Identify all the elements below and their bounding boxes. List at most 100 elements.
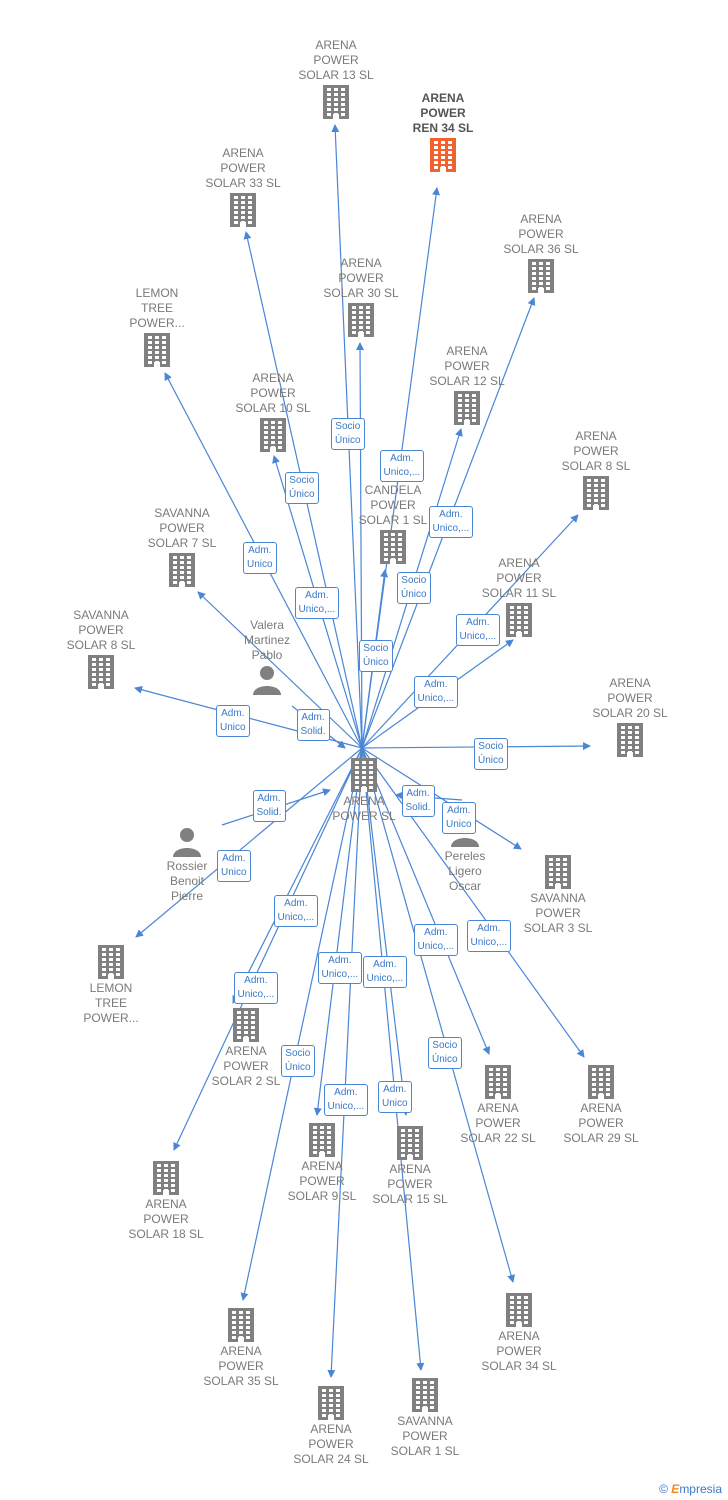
edge-label-savsolar8[interactable]: Adm. Unico bbox=[216, 705, 250, 737]
edge-label-solar24[interactable]: Adm. Unico,... bbox=[323, 1084, 369, 1116]
brand-name: mpresia bbox=[679, 1482, 722, 1496]
node-solar34[interactable]: ARENA POWER SOLAR 34 SL bbox=[464, 1293, 574, 1374]
node-solar29[interactable]: ARENA POWER SOLAR 29 SL bbox=[546, 1065, 656, 1146]
edge-label-solar34[interactable]: Socio Único bbox=[428, 1037, 462, 1069]
node-lemon2[interactable]: LEMON TREE POWER... bbox=[56, 945, 166, 1026]
building-icon bbox=[153, 1161, 179, 1195]
node-label: ARENA POWER SOLAR 12 SL bbox=[429, 344, 505, 388]
node-label: CANDELA POWER SOLAR 1 SL bbox=[358, 483, 428, 527]
node-valera[interactable]: Valera Martinez Pablo bbox=[212, 618, 322, 695]
building-icon bbox=[88, 655, 114, 689]
edge-label-solar22[interactable]: Adm. Unico,... bbox=[413, 924, 459, 956]
empresia-brand[interactable]: © Empresia bbox=[659, 1482, 722, 1496]
edge-center-solar35 bbox=[240, 747, 363, 1301]
edge-label-solar8[interactable]: Adm. Unico,... bbox=[455, 614, 501, 646]
edge-label-solar15[interactable]: Adm. Unico,... bbox=[362, 956, 408, 988]
node-solar2[interactable]: ARENA POWER SOLAR 2 SL bbox=[191, 1008, 301, 1089]
edge-label-valera[interactable]: Adm. Solid. bbox=[296, 709, 330, 741]
node-solar35[interactable]: ARENA POWER SOLAR 35 SL bbox=[186, 1308, 296, 1389]
node-solar22[interactable]: ARENA POWER SOLAR 22 SL bbox=[443, 1065, 553, 1146]
edge-label-pereles[interactable]: Adm. Solid. bbox=[401, 785, 435, 817]
edge-center-solar34 bbox=[361, 747, 515, 1283]
edge-label-rossier[interactable]: Adm. Solid. bbox=[252, 790, 286, 822]
node-rossier[interactable]: Rossier Benoit Pierre bbox=[132, 827, 242, 904]
edge-label-solar29[interactable]: Adm. Unico,... bbox=[466, 920, 512, 952]
node-solar8[interactable]: ARENA POWER SOLAR 8 SL bbox=[541, 429, 651, 510]
building-icon bbox=[144, 333, 170, 367]
edge-label-solar36[interactable]: Adm. Unico,... bbox=[428, 506, 474, 538]
edge-label-savsolar7[interactable]: Adm. Unico,... bbox=[294, 587, 340, 619]
node-label: ARENA POWER SOLAR 13 SL bbox=[298, 38, 374, 82]
node-solar10[interactable]: ARENA POWER SOLAR 10 SL bbox=[218, 371, 328, 452]
node-solar30[interactable]: ARENA POWER SOLAR 30 SL bbox=[306, 256, 416, 337]
node-label: LEMON TREE POWER... bbox=[129, 286, 185, 330]
person-icon bbox=[253, 666, 281, 695]
building-icon bbox=[98, 945, 124, 979]
node-solar11[interactable]: ARENA POWER SOLAR 11 SL bbox=[464, 556, 574, 637]
node-ren34[interactable]: ARENA POWER REN 34 SL bbox=[388, 91, 498, 172]
edge-center-savsolar1 bbox=[361, 747, 425, 1371]
node-label: Pereles Ligero Oscar bbox=[444, 849, 486, 893]
edge-label-solar35[interactable]: Socio Único bbox=[281, 1045, 315, 1077]
edge-label-solar18[interactable]: Adm. Unico,... bbox=[233, 972, 279, 1004]
node-label: ARENA POWER SOLAR 2 SL bbox=[211, 1044, 281, 1088]
building-icon bbox=[617, 723, 643, 757]
node-label: ARENA POWER SOLAR 8 SL bbox=[561, 429, 631, 473]
edge-center-solar2 bbox=[232, 747, 363, 1004]
node-label: ARENA POWER SOLAR 29 SL bbox=[563, 1101, 639, 1145]
node-lemon1[interactable]: LEMON TREE POWER... bbox=[102, 286, 212, 367]
edge-label-solar12[interactable]: Socio Único bbox=[397, 572, 431, 604]
building-icon bbox=[528, 259, 554, 293]
node-label: SAVANNA POWER SOLAR 8 SL bbox=[66, 608, 136, 652]
node-savsolar8[interactable]: SAVANNA POWER SOLAR 8 SL bbox=[46, 608, 156, 689]
building-icon bbox=[380, 530, 406, 564]
edge-label-solar11[interactable]: Adm. Unico,... bbox=[413, 676, 459, 708]
building-icon bbox=[323, 85, 349, 119]
building-icon bbox=[351, 758, 377, 792]
building-icon bbox=[485, 1065, 511, 1099]
node-label: LEMON TREE POWER... bbox=[83, 981, 139, 1025]
edge-center-savsolar3 bbox=[361, 747, 522, 850]
edge-label-ren34[interactable]: Adm. Unico,... bbox=[379, 450, 425, 482]
node-solar24[interactable]: ARENA POWER SOLAR 24 SL bbox=[276, 1386, 386, 1467]
building-icon bbox=[454, 391, 480, 425]
person-icon bbox=[173, 828, 201, 857]
node-solar12[interactable]: ARENA POWER SOLAR 12 SL bbox=[412, 344, 522, 425]
node-label: ARENA POWER REN 34 SL bbox=[412, 91, 474, 135]
node-center[interactable]: ARENA POWER SL bbox=[309, 758, 419, 824]
node-label: SAVANNA POWER SOLAR 1 SL bbox=[390, 1414, 460, 1458]
edge-center-solar24 bbox=[327, 747, 363, 1378]
edge-center-solar30 bbox=[356, 342, 365, 749]
node-candela[interactable]: CANDELA POWER SOLAR 1 SL bbox=[338, 483, 448, 564]
node-solar15[interactable]: ARENA POWER SOLAR 15 SL bbox=[355, 1126, 465, 1207]
edge-label-lemon2[interactable]: Adm. Unico bbox=[217, 850, 251, 882]
node-label: ARENA POWER SOLAR 35 SL bbox=[203, 1344, 279, 1388]
node-solar18[interactable]: ARENA POWER SOLAR 18 SL bbox=[111, 1161, 221, 1242]
edge-label-solar20[interactable]: Socio Único bbox=[474, 738, 508, 770]
edge-label-solar10[interactable]: Socio Único bbox=[285, 472, 319, 504]
edge-label-savsolar1[interactable]: Adm. Unico bbox=[378, 1081, 412, 1113]
edge-center-solar18 bbox=[173, 747, 363, 1151]
node-solar20[interactable]: ARENA POWER SOLAR 20 SL bbox=[575, 676, 685, 757]
node-savsolar3[interactable]: SAVANNA POWER SOLAR 3 SL bbox=[503, 855, 613, 936]
building-icon bbox=[230, 193, 256, 227]
building-icon bbox=[309, 1123, 335, 1157]
node-solar9[interactable]: ARENA POWER SOLAR 9 SL bbox=[267, 1123, 377, 1204]
node-solar36[interactable]: ARENA POWER SOLAR 36 SL bbox=[486, 212, 596, 293]
node-solar33[interactable]: ARENA POWER SOLAR 33 SL bbox=[188, 146, 298, 227]
node-solar13[interactable]: ARENA POWER SOLAR 13 SL bbox=[281, 38, 391, 119]
node-savsolar1[interactable]: SAVANNA POWER SOLAR 1 SL bbox=[370, 1378, 480, 1459]
node-label: ARENA POWER SL bbox=[332, 794, 396, 823]
edge-label-solar33[interactable]: Adm. Unico bbox=[243, 542, 277, 574]
edge-label-solar30[interactable]: Socio Único bbox=[331, 418, 365, 450]
node-savsolar7[interactable]: SAVANNA POWER SOLAR 7 SL bbox=[127, 506, 237, 587]
edge-label-solar2[interactable]: Adm. Unico,... bbox=[273, 895, 319, 927]
building-icon bbox=[397, 1126, 423, 1160]
edge-label-solar9[interactable]: Adm. Unico,... bbox=[317, 952, 363, 984]
edge-center-lemon2 bbox=[135, 747, 363, 938]
node-label: ARENA POWER SOLAR 9 SL bbox=[287, 1159, 357, 1203]
building-icon bbox=[412, 1378, 438, 1412]
edge-label-savsolar3[interactable]: Adm. Unico bbox=[442, 802, 476, 834]
edge-label-candela[interactable]: Socio Único bbox=[359, 640, 393, 672]
